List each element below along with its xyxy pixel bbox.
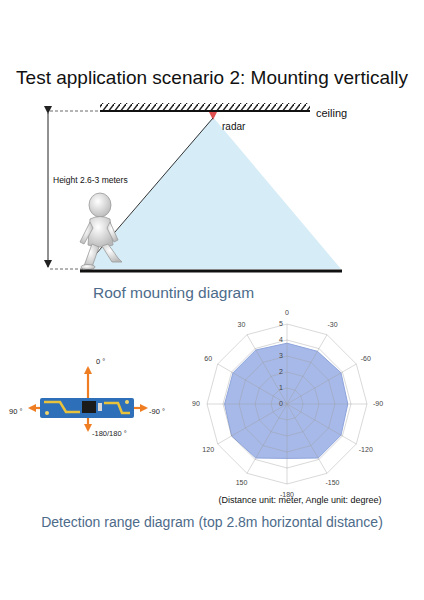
grid-ring	[207, 324, 367, 484]
height-dimension	[48, 113, 49, 267]
grid-spoke	[287, 404, 288, 484]
floor-line	[80, 270, 342, 273]
polar-angle-label: -30	[327, 321, 337, 329]
radar-symbol	[209, 112, 217, 120]
polar-angle-label: 90	[192, 400, 200, 408]
radar-module	[30, 368, 146, 430]
polar-angle-label: 150	[236, 479, 248, 487]
grid-spoke	[287, 404, 327, 473]
angle-label: -180/180 °	[92, 430, 127, 439]
caption-label: Roof mounting diagram	[93, 284, 254, 302]
polar-angle-label: 0	[285, 309, 289, 317]
title: Test application scenario 2: Mounting ve…	[16, 67, 408, 89]
angle-label: 0 °	[96, 358, 105, 367]
radial-tick: 1	[279, 384, 283, 392]
ceiling-bar	[100, 103, 310, 111]
polar-angle-label: -150	[325, 479, 339, 487]
polar-angle-label: -60	[361, 354, 371, 362]
radial-tick: 5	[279, 320, 283, 328]
polar-chart	[207, 324, 367, 484]
angle-label: -90 °	[149, 408, 165, 417]
grid-spoke	[218, 404, 287, 444]
dimension-label: Height 2.6-3 meters	[53, 176, 128, 186]
grid-spoke	[287, 364, 356, 404]
detection-cone	[84, 117, 341, 269]
polar-angle-label: 30	[238, 321, 246, 329]
grid-spoke	[247, 335, 287, 404]
angle-label: 90 °	[9, 408, 22, 417]
radial-tick: 3	[279, 352, 283, 360]
grid-spoke	[287, 404, 367, 405]
radial-tick: 4	[279, 336, 283, 344]
radial-tick: 2	[279, 368, 283, 376]
polar-angle-label: 120	[202, 445, 214, 453]
polar-angle-label: 60	[204, 354, 212, 362]
range-line	[84, 118, 213, 268]
polar-angle-label: -120	[359, 445, 373, 453]
guide-line	[50, 269, 84, 270]
unit-note: (Distance unit: meter, Angle unit: degre…	[218, 495, 381, 505]
grid-spoke	[218, 364, 287, 404]
grid-spoke	[247, 404, 287, 473]
radial-tick: 0	[279, 400, 283, 408]
guide-line	[50, 111, 100, 112]
grid-spoke	[287, 335, 327, 404]
ceiling-label: ceiling	[316, 107, 347, 120]
polar-angle-label: -90	[373, 400, 383, 408]
radar-label: radar	[222, 121, 245, 133]
grid-spoke	[207, 404, 287, 405]
person-figure	[80, 193, 122, 270]
caption-label: Detection range diagram (top 2.8m horizo…	[41, 514, 383, 530]
grid-spoke	[287, 324, 288, 404]
grid-spoke	[287, 404, 356, 444]
